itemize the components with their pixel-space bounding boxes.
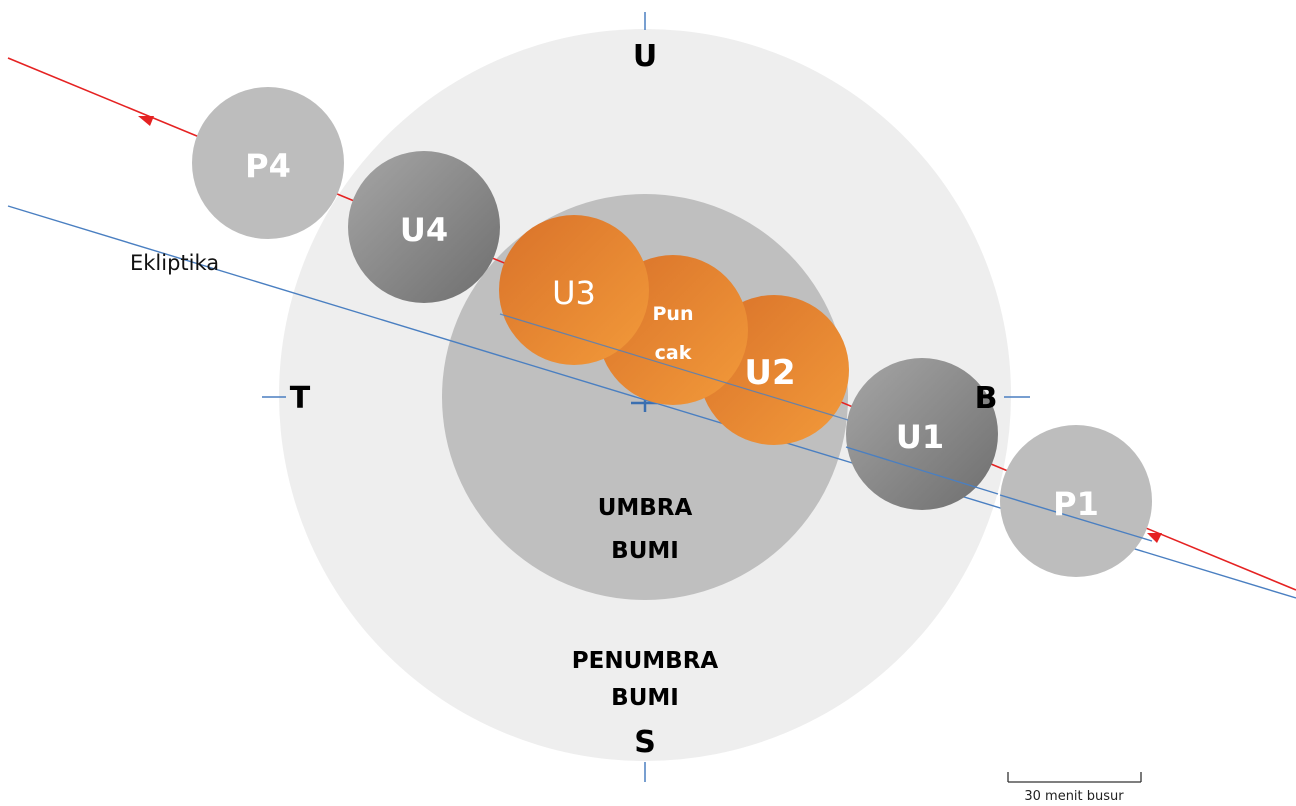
moon-peak-label-line2: cak bbox=[655, 342, 692, 364]
compass-south: S bbox=[634, 725, 656, 760]
moon-u4-label: U4 bbox=[400, 211, 448, 249]
umbra-label-line1: UMBRA bbox=[598, 495, 693, 521]
compass-north: U bbox=[633, 39, 657, 74]
moon-u1-label: U1 bbox=[896, 418, 944, 456]
umbra-label-line2: BUMI bbox=[611, 538, 679, 564]
moon-u3-label: U3 bbox=[552, 274, 596, 312]
moon-p1-label: P1 bbox=[1053, 485, 1099, 523]
moon-u1 bbox=[846, 358, 998, 510]
ecliptic-overlay bbox=[845, 446, 999, 495]
moon-p4-label: P4 bbox=[245, 147, 291, 185]
ecliptic-overlay-orange bbox=[499, 313, 849, 421]
penumbra-label-line2: BUMI bbox=[611, 685, 679, 711]
moon-p1 bbox=[1000, 425, 1152, 577]
moon-path-arrow-east bbox=[1147, 533, 1162, 543]
moon-u4 bbox=[348, 151, 500, 303]
scale-label: 30 menit busur bbox=[1024, 789, 1124, 804]
moon-p4 bbox=[192, 87, 344, 239]
moon-u2-label: U2 bbox=[744, 353, 795, 393]
penumbra-label-line1: PENUMBRA bbox=[572, 648, 719, 674]
ecliptic-label: Ekliptika bbox=[130, 251, 219, 275]
moon-peak-label-line1: Pun bbox=[653, 303, 694, 325]
compass-east: T bbox=[290, 381, 311, 416]
moon-path-arrow-west bbox=[138, 116, 154, 126]
ecliptic-overlay-p1 bbox=[999, 494, 1153, 542]
axis-ticks bbox=[262, 12, 1030, 782]
moon-u3 bbox=[499, 215, 649, 365]
scale-bar bbox=[1007, 772, 1142, 783]
compass-west: B bbox=[975, 381, 998, 416]
